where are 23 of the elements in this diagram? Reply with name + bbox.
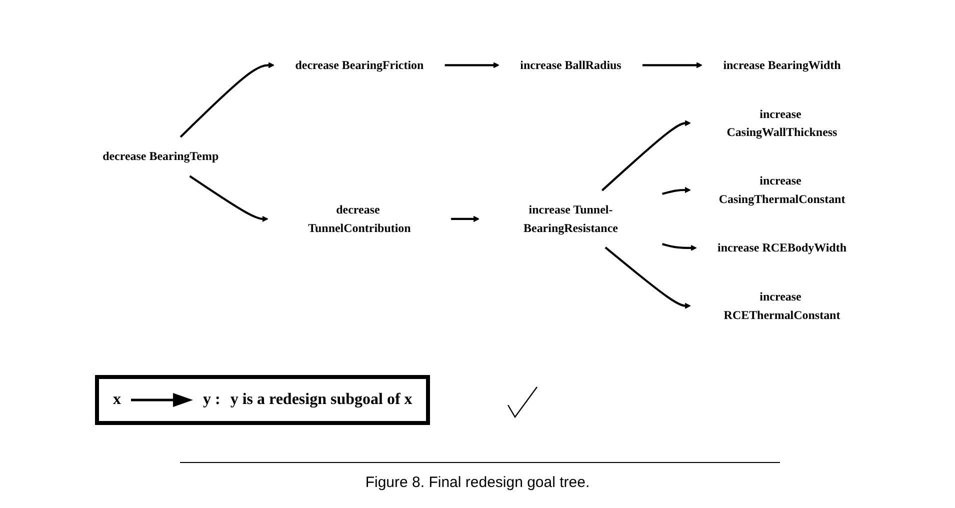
node-text: increase BearingWidth [723, 58, 841, 72]
node-text: increase BallRadius [520, 58, 622, 72]
arrow [601, 120, 691, 192]
node-text: increase CasingWallThickness [726, 107, 838, 139]
variable-label: y : [203, 391, 220, 409]
node-text: decrease BearingFriction [295, 58, 424, 72]
node-text: increase RCEThermalConstant [724, 290, 840, 322]
node-text: decrease BearingTemp [102, 150, 219, 164]
node-text: decrease TunnelContribution [308, 203, 411, 234]
node-text: increase CasingThermalConstant [718, 174, 846, 206]
arrow [642, 62, 702, 68]
arrow [444, 62, 500, 68]
arrow [451, 216, 480, 222]
arrow [180, 62, 274, 138]
arrow [662, 186, 691, 195]
arrow [189, 175, 268, 222]
variable-label: x [113, 391, 121, 409]
arrow [604, 246, 691, 309]
legend-text: y is a redesign subgoal of x [230, 391, 412, 409]
figure-caption: Figure 8. Final redesign goal tree. [364, 474, 591, 491]
node-text: increase RCEBodyWidth [718, 241, 846, 254]
arrow [662, 243, 697, 252]
node-text: increase Tunnel-BearingResistance [524, 203, 618, 234]
